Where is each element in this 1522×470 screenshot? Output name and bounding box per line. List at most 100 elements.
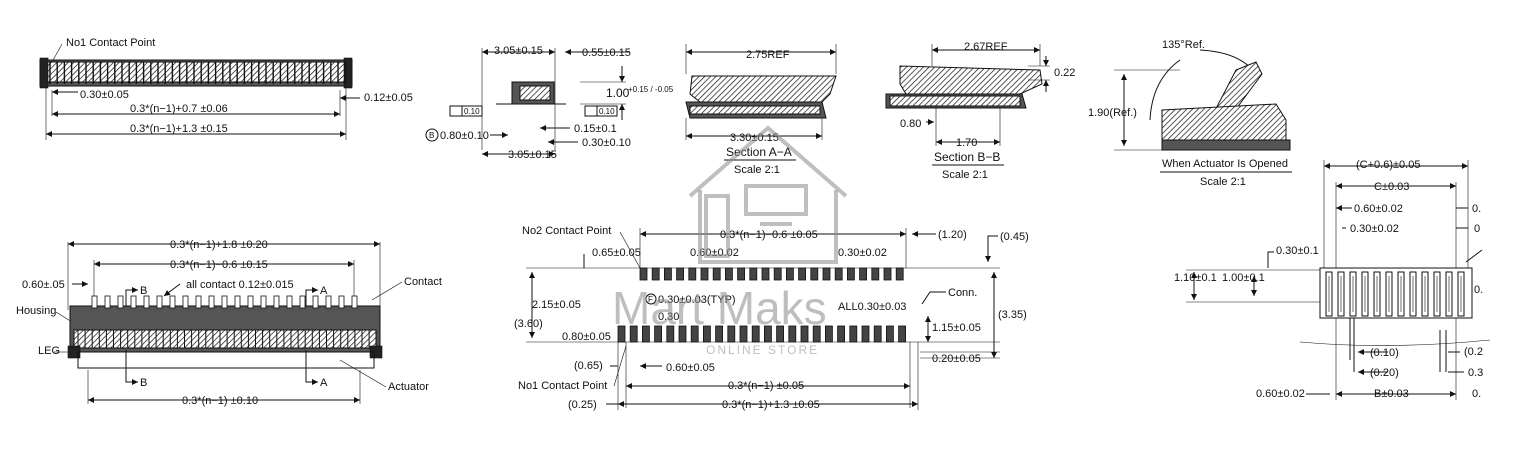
bottom-pad: [788, 325, 797, 343]
front-contact: [195, 295, 202, 309]
bottom-pad: [642, 325, 650, 343]
top-pad: [834, 267, 843, 281]
label-dim-080-005: 0.80±0.05: [562, 331, 611, 343]
top-pad: [651, 267, 660, 281]
label-dim-n06-left: 0.3*(n−1)−0.6 ±0.15: [170, 259, 268, 271]
label-cut-0a: 0.: [1472, 203, 1481, 215]
label-all-030: ALL0.30±0.03: [838, 301, 906, 313]
top-pad: [786, 267, 794, 281]
top-pad: [664, 267, 672, 281]
label-dim-c003: C±0.03: [1374, 181, 1409, 193]
label-dim-065p: (0.65): [574, 360, 603, 372]
top-view-connector: No1 Contact Point 0.30±0.05 0.12±0.05 0.…: [39, 37, 413, 140]
bottom-pad: [727, 325, 736, 343]
label-scale-aa: Scale 2:1: [734, 164, 780, 176]
front-contact: [221, 295, 228, 309]
front-contact: [286, 295, 293, 309]
label-dim-080: 0.80±0.10: [440, 130, 489, 142]
top-pad: [688, 267, 697, 281]
bottom-pad: [678, 325, 687, 343]
label-all-contact: all contact 0.12±0.015: [186, 279, 294, 291]
label-dim-170: 1.70: [956, 137, 977, 149]
label-section-b-top: B: [140, 285, 147, 297]
bottom-pad: [873, 325, 882, 343]
label-conn: Conn.: [948, 287, 977, 299]
side-profile-view: 3.05±0.15 0.55±0.15 1.00 +0.15 / -0.05 0…: [425, 45, 674, 161]
label-dim-100-tol: +0.15 / -0.05: [628, 85, 674, 94]
front-contact: [351, 295, 358, 309]
front-contact: [208, 295, 215, 309]
top-pad: [810, 267, 819, 281]
label-section-b-bot: B: [140, 377, 147, 389]
top-pad: [712, 267, 721, 281]
label-dim-n07: 0.3*(n−1)+0.7 ±0.06: [130, 103, 228, 115]
top-pad: [798, 267, 806, 281]
front-contact: [312, 295, 319, 309]
top-pad: [847, 267, 855, 281]
label-section-a-bot: A: [320, 377, 328, 389]
label-dim-c06: (C+0.6)±0.05: [1356, 159, 1420, 171]
label-dim-030-003: 0.30±0.03(TYP): [658, 294, 736, 306]
bottom-pad: [715, 325, 723, 343]
front-contact: [130, 295, 137, 309]
front-contact: [182, 295, 189, 309]
bottom-pad: [825, 325, 833, 343]
label-cut-0b: 0: [1474, 223, 1480, 235]
label-dim-267ref: 2.67REF: [964, 41, 1008, 53]
front-contact: [156, 295, 163, 309]
label-dim-065: 0.65±0.05: [592, 247, 641, 259]
label-no1-contact-top: No1 Contact Point: [66, 37, 155, 49]
bottom-pad: [654, 325, 662, 343]
front-contact: [338, 295, 345, 309]
label-dim-060-bot: 0.60±0.02: [1256, 388, 1305, 400]
front-contact: [234, 295, 241, 309]
bottom-pad: [690, 325, 699, 343]
actuator-opened-view: 135°Ref. 1.90(Ref.) When Actuator Is Ope…: [1088, 39, 1292, 188]
label-dim-080-bb: 0.80: [900, 118, 921, 130]
label-dim-n-010: 0.3*(n−1) ±0.10: [182, 395, 258, 407]
label-dim-030-002: 0.30±0.02: [838, 247, 887, 259]
top-pad: [883, 267, 892, 281]
label-dim-015: 0.15±0.1: [574, 123, 617, 135]
label-dim-n06-mid: 0.3*(n−1)−0.6 ±0.05: [720, 229, 818, 241]
label-flat-010-a: 0.10: [464, 107, 480, 116]
label-dim-120: (1.20): [938, 229, 967, 241]
label-actuator: Actuator: [388, 381, 429, 393]
front-contact: [104, 295, 111, 309]
label-dim-060-005: 0.60±0.05: [666, 362, 715, 374]
top-pad: [737, 267, 745, 281]
label-dim-n13-bot: 0.3*(n−1)+1.3 ±0.05: [722, 399, 820, 411]
top-pad: [676, 267, 684, 281]
label-dim-060-r: 0.60±0.02: [1354, 203, 1403, 215]
label-dim-215: 2.15±0.05: [532, 299, 581, 311]
watermark-name: Mart Maks: [612, 282, 827, 334]
label-section-a-top: A: [320, 285, 328, 297]
bottom-pad: [739, 325, 748, 343]
section-aa: 2.75REF 3.30±0.15 Section A−A Scale 2:1: [685, 44, 837, 176]
label-dim-100: 1.00: [606, 86, 630, 100]
label-dim-n-005: 0.3*(n−1) ±0.05: [728, 380, 804, 392]
label-flat-010-b: 0.10: [599, 107, 615, 116]
label-scale-bb: Scale 2:1: [942, 169, 988, 181]
label-housing: Housing: [16, 305, 56, 317]
detail-pins: [1325, 271, 1465, 317]
front-contact: [299, 295, 306, 309]
bottom-pad: [629, 325, 638, 343]
label-dim-020: 0.20±0.05: [932, 353, 981, 365]
label-dim-115: 1.15±0.05: [932, 322, 981, 334]
top-pad: [859, 267, 867, 281]
label-cut-02: (0.2: [1464, 346, 1483, 358]
top-pad: [639, 267, 648, 281]
label-dim-060-left: 0.60±.05: [22, 279, 65, 291]
label-scale-open: Scale 2:1: [1200, 176, 1246, 188]
label-dim-030-010: 0.30±0.10: [582, 137, 631, 149]
bottom-pad: [812, 325, 821, 343]
label-cut-0c: 0.: [1474, 284, 1483, 296]
label-dim-305-bot: 3.05±0.15: [508, 149, 557, 161]
label-dim-305-top: 3.05±0.15: [494, 45, 543, 57]
label-contact: Contact: [404, 276, 442, 288]
label-dim-020p: (0.20): [1370, 367, 1399, 379]
front-contact: [247, 295, 254, 309]
footprint-layout: No2 Contact Point 0.3*(n−1)−0.6 ±0.05 (1…: [514, 225, 1029, 411]
label-no1-contact-bot: No1 Contact Point: [518, 380, 607, 392]
